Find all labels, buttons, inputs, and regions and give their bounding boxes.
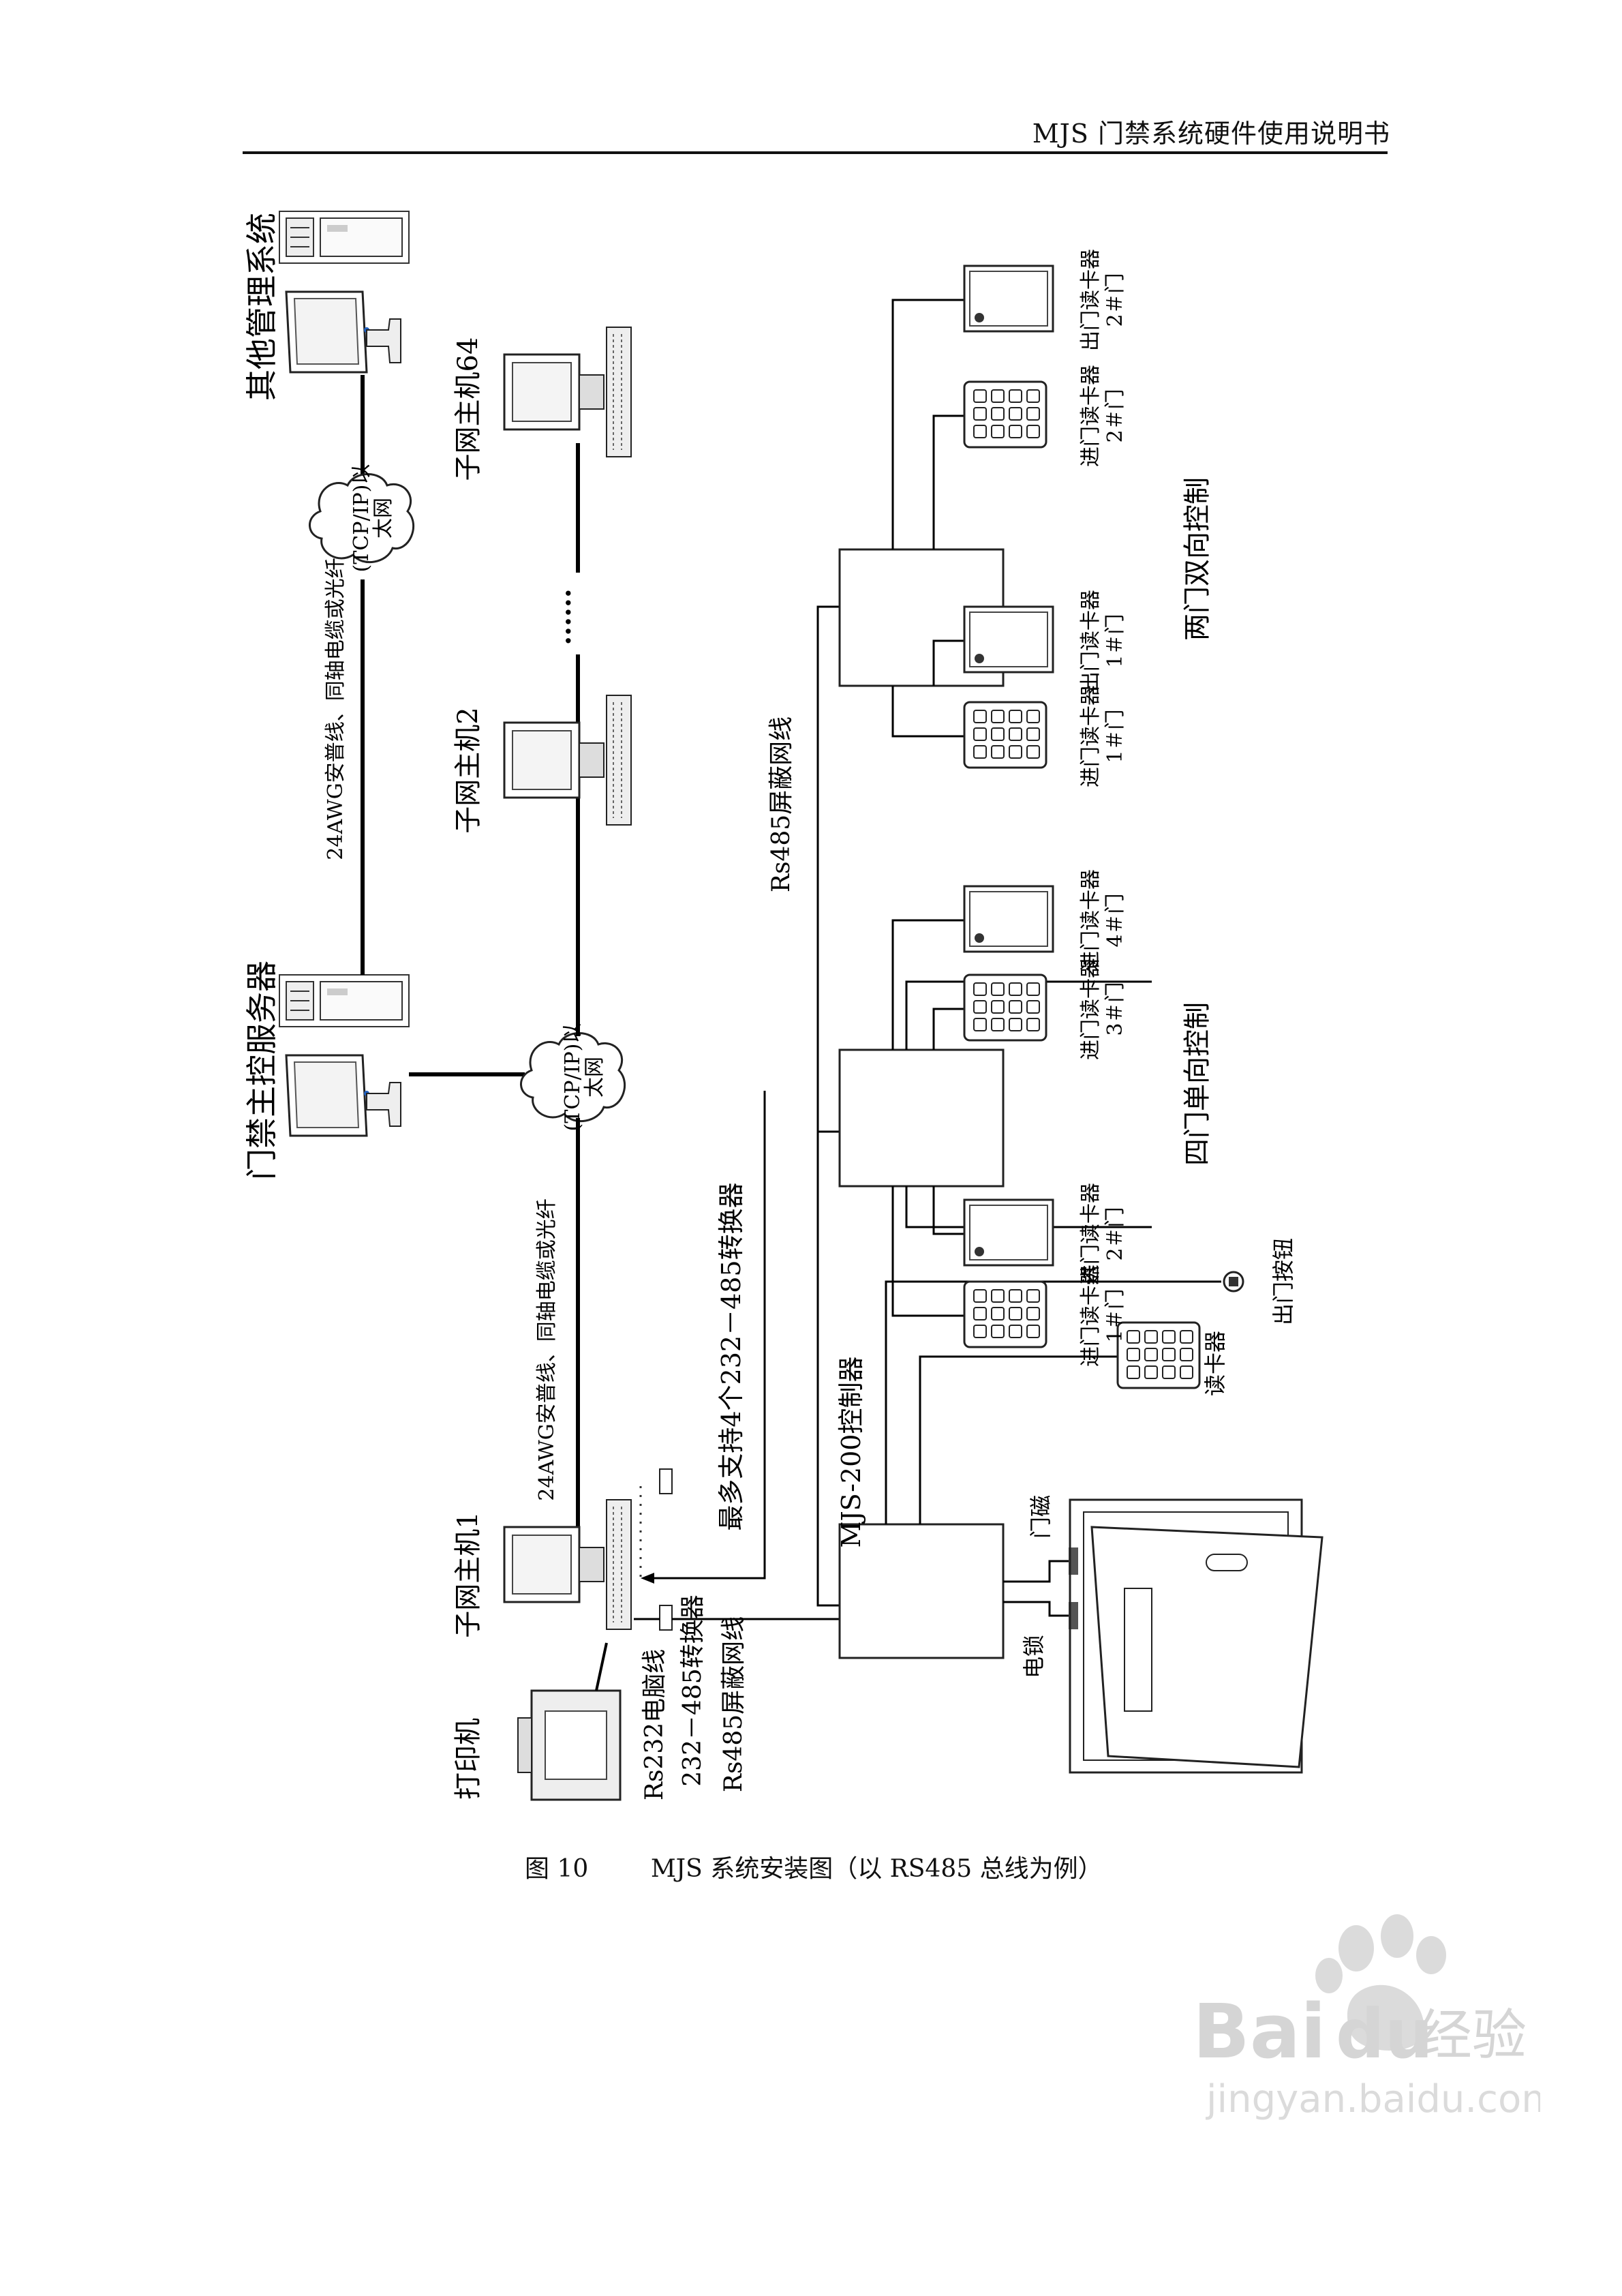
exit-button-label: 出门按钮 — [1270, 1238, 1296, 1325]
fd-reader-3-door: 3＃门 — [1103, 982, 1127, 1036]
fd-reader-4-type: 进门读卡器 — [1079, 869, 1103, 971]
four-door-label: 四门单向控制 — [1182, 1002, 1213, 1166]
watermark-product: 经验 — [1418, 2004, 1527, 2067]
watermark-url: jingyan.baidu.com — [1205, 2077, 1540, 2121]
td-reader-1-type: 进门读卡器 — [1079, 685, 1103, 787]
controller-label: MJS-200控制器 — [836, 1357, 866, 1548]
fd-reader-1-type: 进门读卡器 — [1079, 1265, 1103, 1367]
converter-label: 232－485转换器 — [679, 1595, 707, 1786]
server-label: 门禁主控服务器 — [243, 961, 280, 1180]
fd-reader-2-door: 2＃门 — [1103, 1207, 1127, 1260]
caption-label: 图 10 — [525, 1855, 589, 1883]
ethernet-mid-line1: (TCP/IP)以 — [561, 1023, 585, 1132]
four-door-reader-labels: 进门读卡器 1＃门 进门读卡器 2＃门 进门读卡器 3＃门 进门读卡器 4＃门 — [1079, 869, 1127, 1367]
fd-reader-2-type: 进门读卡器 — [1079, 1183, 1103, 1285]
header-title: MJS 门禁系统硬件使用说明书 — [1032, 119, 1390, 149]
printer-label: 打印机 — [453, 1718, 484, 1800]
figure-caption: 图 10 MJS 系统安装图（以 RS485 总线为例） — [525, 1849, 1103, 1884]
ethernet-top-line2: 太网 — [371, 498, 395, 539]
two-door-label: 两门双向控制 — [1182, 477, 1213, 641]
fd-reader-1-door: 1＃门 — [1103, 1288, 1127, 1342]
td-reader-4-door: 2＃门 — [1103, 273, 1127, 327]
header-rule — [243, 151, 1388, 154]
td-reader-2-type: 出门读卡器 — [1079, 590, 1103, 692]
other-system-label: 其他管理系统 — [243, 213, 280, 401]
rs485-bottom-label: Rs485屏蔽网线 — [720, 1616, 748, 1792]
td-reader-3-type: 进门读卡器 — [1079, 365, 1103, 467]
system-diagram: (TCP/IP)以 太网 24AWG安普线、同轴电缆或光纤 其他管理系统 门禁主… — [243, 211, 1323, 1801]
td-reader-3-door: 2＃门 — [1103, 389, 1127, 442]
ethernet-top-line1: (TCP/IP)以 — [350, 464, 373, 573]
host-64-label: 子网主机64 — [453, 337, 484, 481]
td-reader-2-door: 1＃门 — [1103, 614, 1127, 667]
host-1-label: 子网主机1 — [453, 1511, 484, 1637]
baidu-watermark: Bai du 经验 jingyan.baidu.com — [1193, 1914, 1540, 2121]
two-door-reader-labels: 进门读卡器 1＃门 出门读卡器 1＃门 进门读卡器 2＃门 出门读卡器 2＃门 — [1079, 249, 1127, 787]
fd-reader-4-door: 4＃门 — [1103, 893, 1127, 947]
host-2-label: 子网主机2 — [453, 707, 484, 833]
fd-reader-3-type: 进门读卡器 — [1079, 958, 1103, 1060]
cable-mid-label: 24AWG安普线、同轴电缆或光纤 — [535, 1198, 559, 1500]
door-magnet-label: 门磁 — [1028, 1495, 1054, 1539]
caption-text: MJS 系统安装图（以 RS485 总线为例） — [650, 1855, 1103, 1883]
electric-lock-label: 电锁 — [1021, 1635, 1047, 1678]
ethernet-mid-line2: 太网 — [583, 1057, 607, 1098]
max-support-label: 最多支持4个232－485转换器 — [716, 1182, 746, 1530]
ellipsis: ······ — [553, 588, 585, 646]
td-reader-4-type: 出门读卡器 — [1079, 249, 1103, 351]
watermark-brand: Bai — [1193, 1988, 1326, 2075]
card-reader-label: 读卡器 — [1202, 1331, 1228, 1396]
cable-top-label: 24AWG安普线、同轴电缆或光纤 — [324, 558, 348, 860]
rs485-top-label: Rs485屏蔽网线 — [767, 716, 795, 892]
td-reader-1-door: 1＃门 — [1103, 709, 1127, 763]
rs232-line-label: Rs232电脑线 — [641, 1649, 669, 1800]
watermark-brand2: du — [1336, 1994, 1433, 2074]
